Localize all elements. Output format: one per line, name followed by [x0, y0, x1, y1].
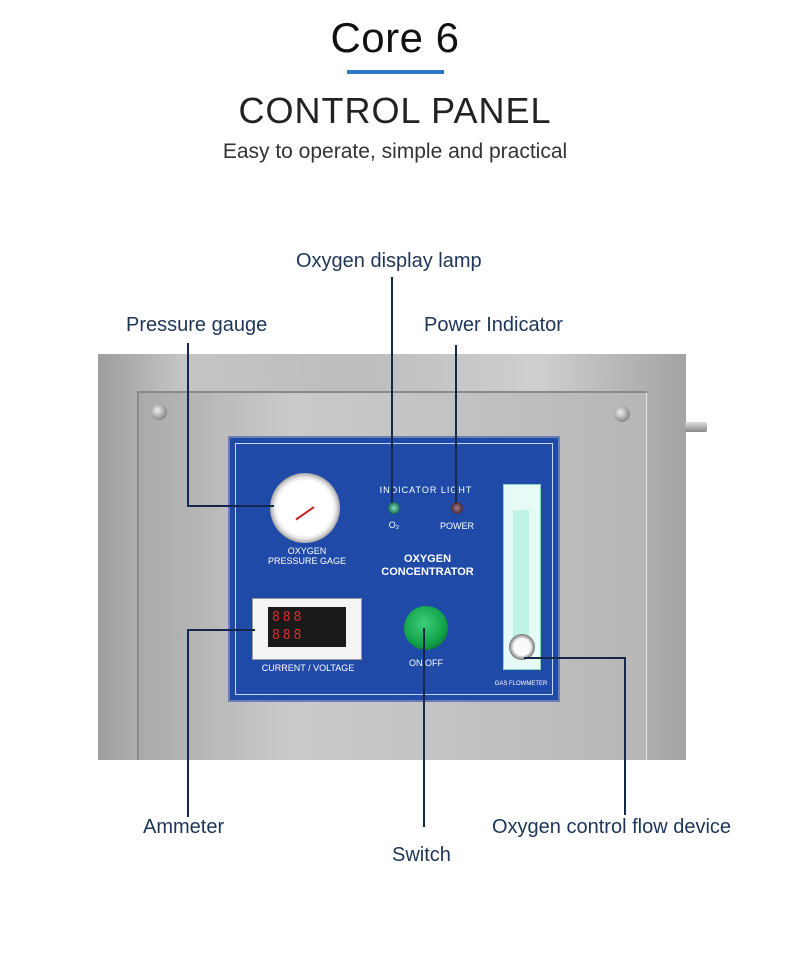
callout-ammeter: Ammeter	[143, 816, 225, 838]
section-subheading: Easy to operate, simple and practical	[222, 140, 568, 163]
control-panel-border	[235, 443, 553, 695]
page-title: Core 6	[330, 14, 460, 61]
indicator-light-label: INDICATOR LIGHT	[379, 485, 473, 495]
leader-flow-device-v	[624, 657, 626, 815]
leader-flow-device-h	[524, 657, 626, 659]
title-underline	[347, 70, 444, 74]
panel-title: OXYGEN CONCENTRATOR	[381, 553, 474, 578]
gauge-label: OXYGEN PRESSURE GAGE	[267, 546, 347, 566]
flowmeter-tube	[513, 510, 529, 645]
callout-oxygen-control-flow-device: Oxygen control flow device	[492, 816, 732, 838]
o2-label: O₂	[388, 520, 400, 530]
leader-oxygen-lamp	[391, 277, 393, 503]
display-label: CURRENT / VOLTAGE	[261, 663, 355, 673]
display-row-voltage: 888	[272, 628, 305, 643]
section-heading: CONTROL PANEL	[238, 90, 552, 131]
leader-pressure-gauge-v	[187, 343, 189, 506]
flowmeter-label: GAS FLOWMETER	[494, 681, 548, 687]
callout-switch: Switch	[392, 844, 451, 866]
power-switch	[404, 606, 448, 650]
flowmeter-knob	[509, 634, 535, 660]
pressure-gauge	[270, 473, 340, 543]
ammeter-screen	[268, 607, 346, 647]
leader-pressure-gauge-h	[187, 505, 274, 507]
power-lamp	[451, 502, 463, 514]
callout-pressure-gauge: Pressure gauge	[126, 314, 268, 336]
callout-oxygen-display-lamp: Oxygen display lamp	[296, 250, 482, 272]
leader-ammeter-h	[187, 629, 255, 631]
power-label: POWER	[439, 521, 474, 531]
leader-ammeter-v	[187, 629, 189, 817]
switch-label: ON/OFF	[409, 658, 443, 668]
screw-right	[614, 406, 630, 422]
screw-left	[151, 404, 167, 420]
oxygen-lamp	[388, 502, 400, 514]
gas-outlet-nozzle	[685, 422, 707, 432]
leader-switch	[423, 628, 425, 827]
callout-power-indicator: Power Indicator	[424, 314, 563, 336]
leader-power-indicator	[455, 345, 457, 503]
display-row-current: 888	[272, 610, 305, 625]
